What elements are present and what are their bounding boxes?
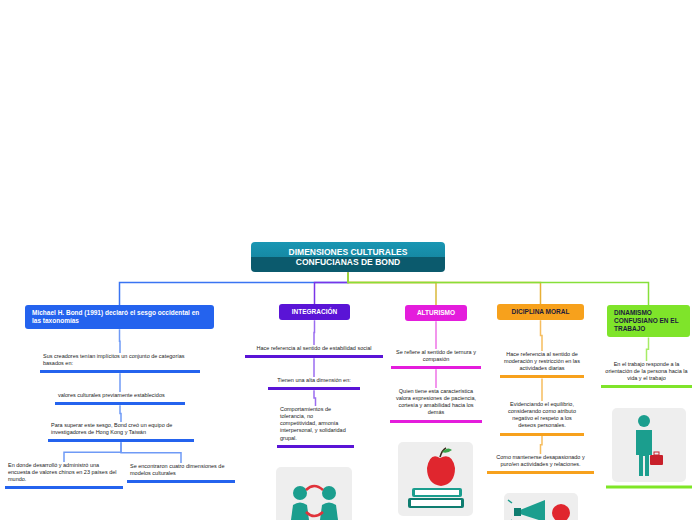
topic-underline: Quien tiene esta característica valora e… <box>390 388 482 423</box>
node-text: Para superar este sesgo, Bond creó un eq… <box>51 422 191 436</box>
connector <box>119 373 121 392</box>
node-text: Evidenciando el equilibrio, considerando… <box>503 401 581 430</box>
node-text: Tienen una alta dimensión en: <box>271 377 357 384</box>
underline <box>606 486 692 489</box>
connector <box>541 320 543 351</box>
branch-box: INTEGRACIÓN <box>279 304 350 320</box>
connector <box>647 337 649 361</box>
topic-underline: Se encontraron cuatro dimensiones de mod… <box>127 463 235 483</box>
branch-box: ALTURISMO <box>405 305 467 321</box>
root-box: DIMENSIONES CULTURALES CONFUCIANAS DE BO… <box>251 242 445 272</box>
connector <box>315 272 349 304</box>
node-text: INTEGRACIÓN <box>286 308 343 316</box>
topic-underline: Para superar este sesgo, Bond creó un eq… <box>48 422 194 442</box>
topic-underline: Hace referencia al sentido de moderación… <box>500 351 584 378</box>
node-text: DINAMISMO CONFUSIANO EN EL TRABAJO <box>614 309 683 333</box>
node-text: En donde desarrolló y administró una enc… <box>8 462 120 483</box>
node-text: Comportamientos de tolerancia, no compet… <box>280 406 351 442</box>
node-text: Hace referencia al sentido de estabilida… <box>248 345 380 352</box>
connector <box>121 442 181 463</box>
connector <box>313 358 315 377</box>
connector <box>119 329 121 353</box>
topic-underline: Comportamientos de tolerancia, no compet… <box>277 406 354 448</box>
topic-underline: Se refiere al sentido de ternura y compa… <box>391 349 481 369</box>
node-text: ALTURISMO <box>412 309 460 317</box>
apple-books-icon <box>398 442 473 516</box>
node-text: valores culturales previamente estableci… <box>58 392 182 399</box>
branch-box: DICIPLINA MORAL <box>497 304 584 320</box>
topic-underline: Como mantenerse desapasionado y puro/en … <box>487 454 594 474</box>
node-text: Michael H. Bond (1991) declaró el sesgo … <box>32 309 207 325</box>
node-text: Se encontraron cuatro dimensiones de mod… <box>130 463 232 477</box>
topic-underline: En donde desarrolló y administró una enc… <box>5 462 123 489</box>
topic-underline: Evidenciando el equilibrio, considerando… <box>500 401 584 436</box>
connector <box>541 378 543 401</box>
node-text: DICIPLINA MORAL <box>504 308 577 316</box>
topic-underline: Hace referencia al sentido de estabilida… <box>245 345 383 358</box>
node-text: Quien tiene esta característica valora e… <box>393 388 479 417</box>
connector <box>541 436 543 454</box>
topic-underline: Tienen una alta dimensión en: <box>268 377 360 390</box>
node-text: En el trabajo responde a la orientación … <box>604 361 689 382</box>
branch-box: Michael H. Bond (1991) declaró el sesgo … <box>25 305 214 329</box>
connector <box>314 390 316 406</box>
topic-underline: valores culturales previamente estableci… <box>55 392 185 405</box>
connector <box>348 272 649 305</box>
connector <box>435 321 437 349</box>
node-text: Hace referencia al sentido de moderación… <box>503 351 581 372</box>
branch-box: DINAMISMO CONFUSIANO EN EL TRABAJO <box>607 305 690 337</box>
topic-underline: Sus creadores tenían implícitos un conju… <box>40 353 200 373</box>
connector <box>348 272 436 305</box>
topic-underline: En el trabajo responde a la orientación … <box>601 361 692 388</box>
node-text: DIMENSIONES CULTURALES CONFUCIANAS DE BO… <box>259 247 437 267</box>
connector <box>64 442 121 462</box>
businessman-icon <box>612 408 686 482</box>
connector <box>120 272 349 305</box>
connector <box>313 320 315 345</box>
megaphone-icon <box>504 493 578 520</box>
node-text: Sus creadores tenían implícitos un conju… <box>43 353 197 367</box>
people-icon <box>276 467 352 520</box>
connector <box>435 369 437 388</box>
connector <box>120 405 121 422</box>
node-text: Se refiere al sentido de ternura y compa… <box>394 349 478 363</box>
node-text: Como mantenerse desapasionado y puro/en … <box>490 454 591 468</box>
connector <box>348 272 541 304</box>
